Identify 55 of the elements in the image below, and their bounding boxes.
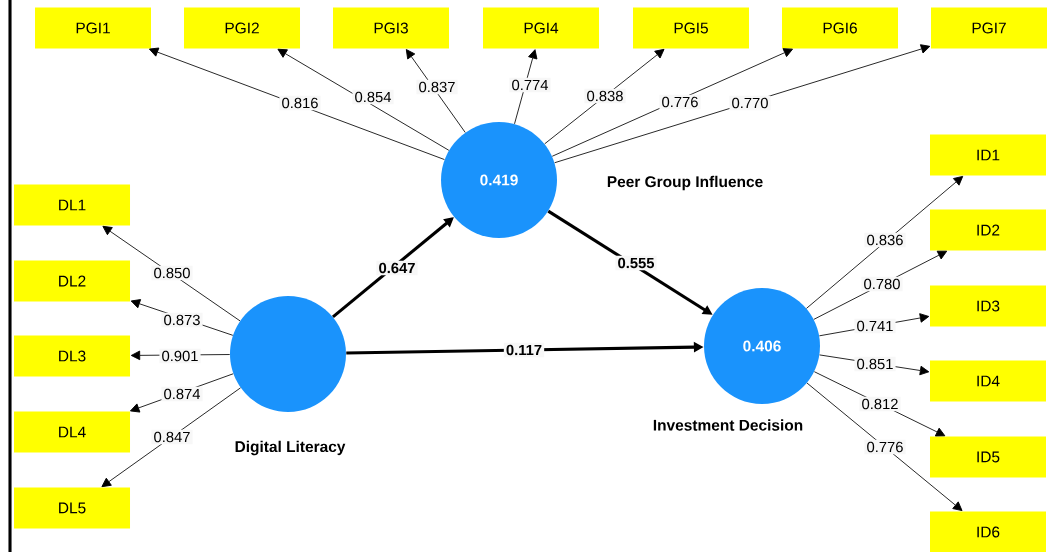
indicator-box: ID6 bbox=[930, 511, 1046, 552]
edge-label: 0.837 bbox=[416, 79, 458, 95]
edge-label: 0.741 bbox=[854, 318, 896, 334]
arrow bbox=[806, 382, 963, 512]
indicator-box: DL2 bbox=[14, 260, 130, 302]
construct-name: Digital Literacy bbox=[235, 440, 346, 456]
indicator-box: PGI5 bbox=[633, 7, 749, 49]
indicator-box: DL5 bbox=[14, 487, 130, 529]
edge-label: 0.854 bbox=[352, 89, 394, 105]
edge-label: 0.850 bbox=[151, 265, 193, 281]
edge-label: 0.774 bbox=[509, 77, 551, 93]
arrow bbox=[806, 175, 964, 309]
indicator-box: PGI7 bbox=[931, 7, 1047, 49]
indicator-box: PGI6 bbox=[782, 7, 898, 49]
edge-label: 0.647 bbox=[376, 260, 418, 276]
indicator-box: PGI2 bbox=[184, 7, 300, 49]
arrow bbox=[514, 49, 538, 125]
arrow bbox=[332, 217, 454, 319]
indicator-box: ID4 bbox=[930, 360, 1046, 402]
indicator-box: PGI4 bbox=[483, 7, 599, 49]
indicator-box: ID2 bbox=[930, 209, 1046, 251]
indicator-box: PGI3 bbox=[333, 7, 449, 49]
arrow bbox=[554, 44, 931, 164]
edge-label: 0.780 bbox=[861, 276, 903, 292]
edge-label: 0.776 bbox=[864, 439, 906, 455]
arrow bbox=[102, 225, 241, 322]
edge-label: 0.838 bbox=[584, 88, 626, 104]
edge-label: 0.873 bbox=[161, 312, 203, 328]
construct-name: Investment Decision bbox=[653, 419, 803, 431]
indicator-box: PGI1 bbox=[35, 7, 151, 49]
edge-label: 0.874 bbox=[161, 386, 203, 402]
edge-label: 0.770 bbox=[729, 95, 771, 111]
construct-circle bbox=[230, 296, 346, 412]
indicator-box: ID5 bbox=[930, 436, 1046, 478]
edge-label: 0.851 bbox=[854, 356, 896, 372]
edge-label: 0.555 bbox=[615, 255, 657, 271]
indicator-box: DL4 bbox=[14, 411, 130, 453]
edge-label: 0.816 bbox=[279, 95, 321, 111]
edge-label: 0.812 bbox=[859, 396, 901, 412]
edge-label: 0.776 bbox=[659, 94, 701, 110]
arrow bbox=[544, 48, 665, 145]
indicator-box: DL1 bbox=[14, 184, 130, 226]
edge-label: 0.847 bbox=[151, 429, 193, 445]
arrow bbox=[405, 49, 466, 133]
edge-label: 0.901 bbox=[159, 348, 201, 364]
construct-name: Peer Group Influence bbox=[607, 175, 763, 191]
arrow bbox=[148, 47, 445, 160]
indicator-box: ID3 bbox=[930, 285, 1046, 327]
indicator-box: ID1 bbox=[930, 134, 1046, 176]
arrow bbox=[551, 48, 793, 157]
edge-label: 0.117 bbox=[503, 342, 545, 358]
indicator-box: DL3 bbox=[14, 335, 130, 377]
arrow bbox=[101, 387, 241, 488]
edge-label: 0.836 bbox=[864, 232, 906, 248]
arrow bbox=[277, 48, 450, 151]
